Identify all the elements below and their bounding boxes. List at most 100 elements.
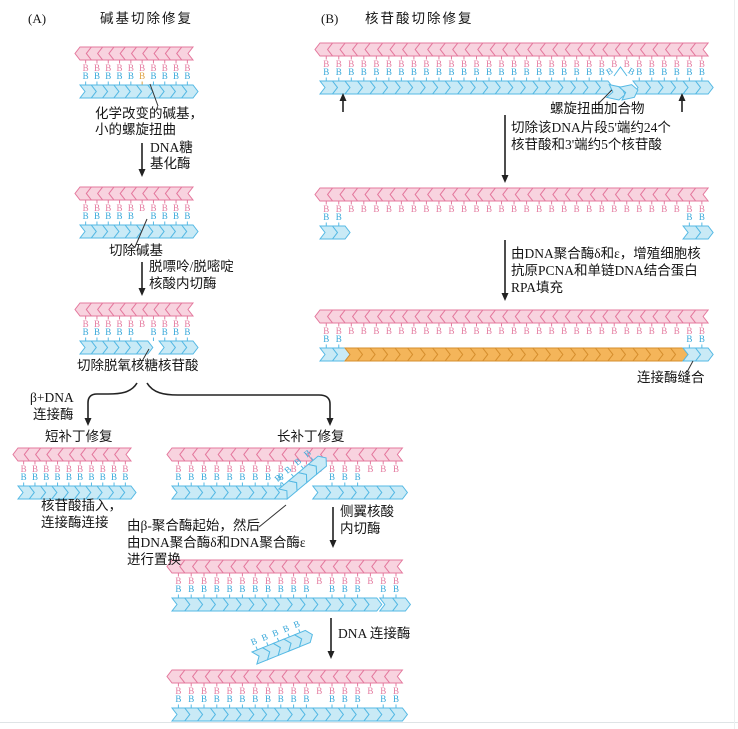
svg-text:B: B: [128, 71, 134, 81]
svg-text:B: B: [117, 63, 123, 73]
svg-text:B: B: [561, 204, 567, 214]
svg-text:B: B: [536, 326, 542, 336]
svg-text:B: B: [348, 67, 354, 77]
svg-text:B: B: [355, 576, 361, 586]
svg-text:B: B: [150, 319, 156, 329]
svg-text:B: B: [674, 326, 680, 336]
branch-right: [146, 382, 331, 419]
svg-text:B: B: [188, 472, 194, 482]
svg-text:B: B: [139, 203, 145, 213]
svg-text:B: B: [511, 326, 517, 336]
svg-text:B: B: [386, 326, 392, 336]
svg-text:B: B: [83, 327, 89, 337]
label-glycosylase-line2: 基化酶: [150, 156, 191, 171]
svg-text:B: B: [117, 71, 123, 81]
svg-text:B: B: [139, 71, 145, 81]
svg-text:B: B: [486, 67, 492, 77]
svg-text:B: B: [150, 211, 156, 221]
svg-text:B: B: [342, 472, 348, 482]
svg-text:B: B: [239, 584, 245, 594]
svg-text:B: B: [292, 456, 303, 468]
pointer-altered-base: [149, 83, 159, 107]
svg-text:B: B: [128, 319, 134, 329]
svg-text:B: B: [162, 71, 168, 81]
pointer-flap: [258, 504, 287, 528]
svg-text:B: B: [674, 59, 680, 69]
label-long-patch: 长补丁修复: [277, 429, 345, 444]
svg-text:B: B: [361, 204, 367, 214]
svg-text:B: B: [214, 584, 220, 594]
svg-text:B: B: [227, 576, 233, 586]
svg-text:B: B: [239, 694, 245, 704]
svg-text:B: B: [511, 67, 517, 77]
label-excise-line2: 核苷酸和3'端约5个核苷酸: [511, 137, 662, 152]
svg-text:B: B: [549, 204, 555, 214]
svg-text:B: B: [175, 576, 181, 586]
svg-text:B: B: [524, 67, 530, 77]
svg-text:B: B: [94, 327, 100, 337]
label-fill-line2: 抗原PCNA和单链DNA结合蛋白: [511, 263, 698, 278]
svg-text:B: B: [173, 327, 179, 337]
svg-text:B: B: [473, 59, 479, 69]
svg-text:B: B: [423, 326, 429, 336]
svg-text:B: B: [699, 67, 705, 77]
svg-text:B: B: [661, 204, 667, 214]
svg-text:B: B: [105, 327, 111, 337]
svg-text:B: B: [128, 211, 134, 221]
svg-text:B: B: [265, 686, 271, 696]
label-glycosylase-line1: DNA糖: [150, 140, 193, 155]
svg-text:B: B: [32, 472, 38, 482]
svg-text:B: B: [105, 319, 111, 329]
svg-text:B: B: [586, 326, 592, 336]
svg-text:B: B: [524, 59, 530, 69]
svg-text:B: B: [111, 472, 117, 482]
svg-text:B: B: [423, 67, 429, 77]
svg-text:B: B: [336, 326, 342, 336]
svg-text:B: B: [348, 204, 354, 214]
svg-text:B: B: [329, 472, 335, 482]
svg-text:B: B: [83, 319, 89, 329]
svg-text:B: B: [83, 203, 89, 213]
label-dna-ligase: DNA 连接酶: [338, 626, 411, 641]
svg-text:B: B: [373, 204, 379, 214]
svg-text:B: B: [291, 584, 297, 594]
svg-text:B: B: [599, 59, 605, 69]
svg-text:B: B: [393, 464, 399, 474]
svg-text:B: B: [150, 327, 156, 337]
svg-text:B: B: [436, 326, 442, 336]
label-ligase-seal: 连接酶缝合: [637, 370, 705, 385]
svg-text:B: B: [184, 327, 190, 337]
svg-text:B: B: [411, 67, 417, 77]
svg-text:B: B: [105, 63, 111, 73]
svg-text:B: B: [227, 472, 233, 482]
svg-text:B: B: [329, 686, 335, 696]
svg-text:B: B: [139, 63, 145, 73]
label-insert-line1: 核苷酸插入，: [41, 498, 122, 513]
process-arrows: [87, 99, 683, 652]
svg-text:B: B: [699, 59, 705, 69]
svg-text:B: B: [291, 576, 297, 586]
svg-text:B: B: [122, 464, 128, 474]
svg-text:B: B: [423, 204, 429, 214]
svg-text:B: B: [361, 326, 367, 336]
svg-text:B: B: [175, 686, 181, 696]
svg-text:B: B: [111, 464, 117, 474]
svg-text:B: B: [361, 59, 367, 69]
svg-text:B: B: [574, 59, 580, 69]
svg-text:B: B: [473, 326, 479, 336]
svg-text:B: B: [411, 59, 417, 69]
arrow-heads: [84, 93, 686, 659]
svg-text:B: B: [252, 694, 258, 704]
svg-text:B: B: [342, 694, 348, 704]
svg-text:B: B: [499, 326, 505, 336]
svg-text:B: B: [536, 67, 542, 77]
svg-text:B: B: [674, 204, 680, 214]
svg-text:B: B: [21, 464, 27, 474]
svg-text:B: B: [188, 464, 194, 474]
svg-text:B: B: [252, 686, 258, 696]
svg-text:B: B: [624, 204, 630, 214]
svg-text:B: B: [611, 59, 617, 69]
